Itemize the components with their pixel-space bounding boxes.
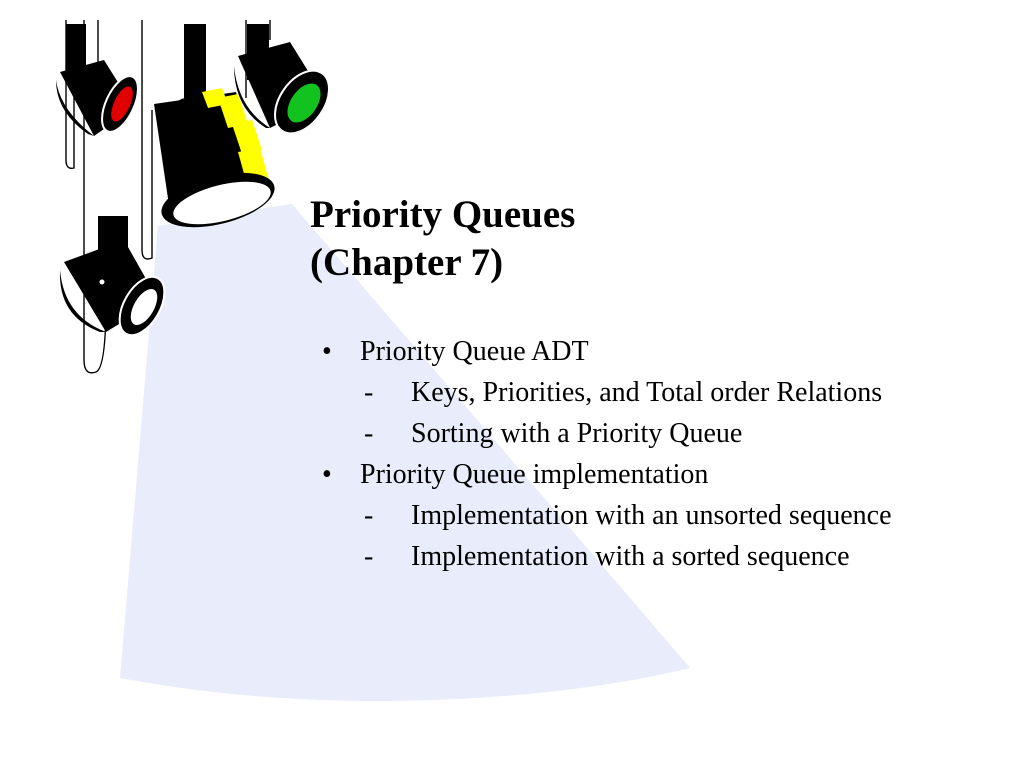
dash-marker: - [364,377,374,408]
slide-title: Priority Queues (Chapter 7) [310,191,575,287]
spotlight-beam [120,204,690,701]
sub-bullet-text: Sorting with a Priority Queue [411,418,743,449]
bullet-marker: • [322,459,332,490]
sub-bullet-text: Implementation with an unsorted sequence [411,500,892,531]
sub-bullet-text: Keys, Priorities, and Total order Relati… [411,377,883,408]
title-line-1: Priority Queues [310,193,576,236]
yellow-striped-spotlight [154,24,275,228]
sub-bullet-text: Implementation with a sorted sequence [411,541,850,572]
dash-marker: - [364,541,374,572]
white-spotlight [59,216,166,337]
bullet-text: Priority Queue implementation [360,459,709,490]
red-spotlight [56,24,139,136]
title-line-2: (Chapter 7) [310,241,504,284]
bullet-text: Priority Queue ADT [360,336,589,367]
dash-marker: - [364,418,374,449]
green-spotlight [234,24,330,135]
dash-marker: - [364,500,374,531]
bullet-marker: • [322,336,332,367]
